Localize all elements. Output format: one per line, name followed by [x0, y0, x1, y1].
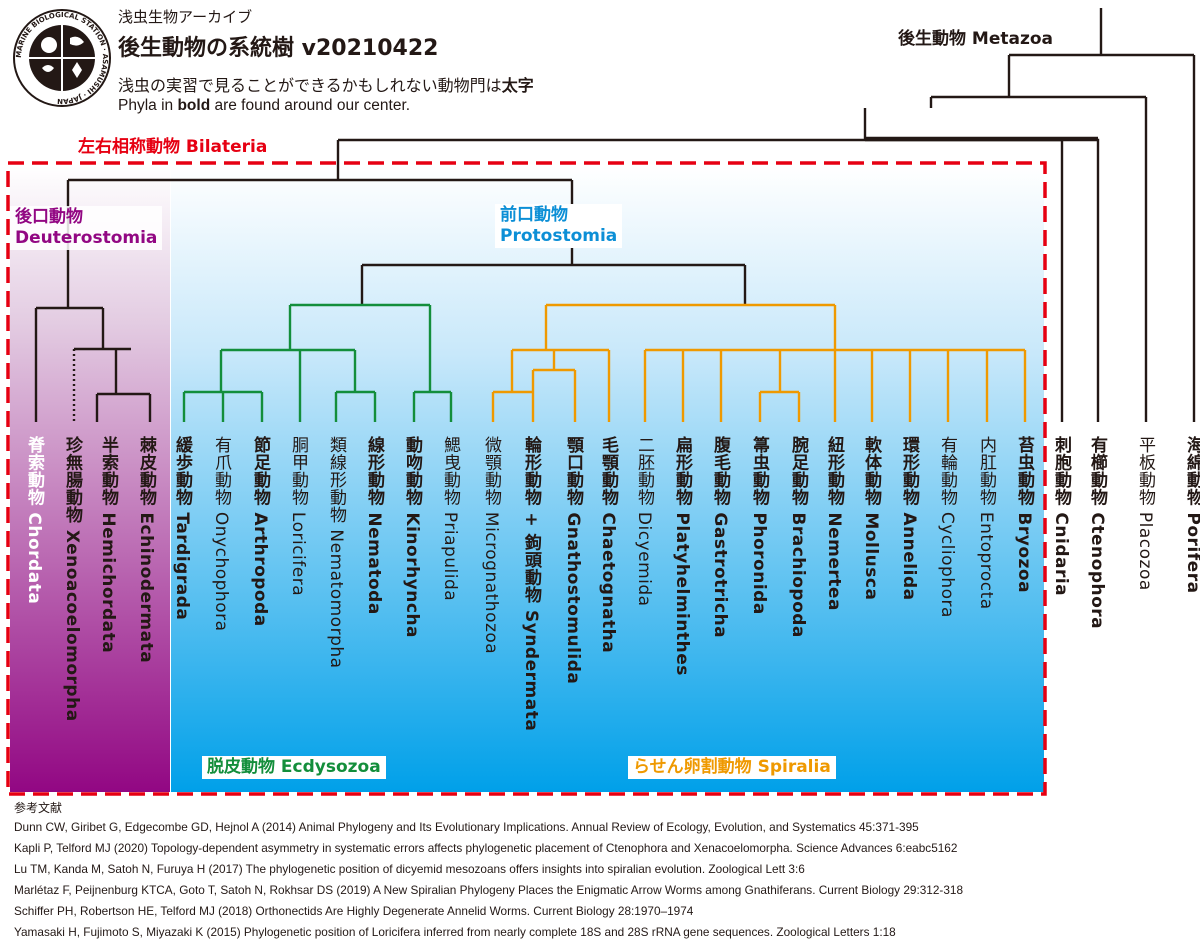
- ecdysozoa-branches: [182, 303, 453, 422]
- bilateria-label: 左右相称動物 Bilateria: [78, 137, 268, 157]
- reference-item: Lu TM, Kanda M, Satoh N, Furuya H (2017)…: [14, 862, 805, 876]
- phylum-label-entoprocta: 内肛動物 Entoprocta: [976, 436, 996, 610]
- phylum-label-gnathostomulida: 顎口動物 Gnathostomulida: [563, 436, 583, 685]
- phylogenetic-tree: [6, 8, 1196, 796]
- phylum-label-onychophora: 有爪動物 Onychophora: [211, 436, 231, 632]
- phylum-label-ctenophora: 有櫛動物 Ctenophora: [1087, 436, 1107, 630]
- reference-item: Yamasaki H, Fujimoto S, Miyazaki K (2015…: [14, 925, 896, 939]
- phylum-label-annelida: 環形動物 Annelida: [899, 436, 919, 601]
- phylum-label-cycliophora: 有輪動物 Cycliophora: [937, 436, 957, 618]
- phylum-label-kinorhyncha: 動吻動物 Kinorhyncha: [402, 436, 422, 639]
- phylum-label-cnidaria: 刺胞動物 Cnidaria: [1051, 436, 1071, 597]
- spiralia-label: らせん卵割動物 Spiralia: [628, 756, 836, 779]
- phylum-label-placozoa: 平板動物 Placozoa: [1135, 436, 1155, 591]
- phylum-label-echinodermata: 棘皮動物 Echinodermata: [136, 436, 156, 664]
- phylum-label-chaetognatha: 毛顎動物 Chaetognatha: [598, 436, 618, 654]
- phylum-label-nematomorpha: 類線形動物 Nematomorpha: [326, 436, 346, 669]
- phylum-label-loricifera: 胴甲動物 Loricifera: [288, 436, 308, 597]
- subtitle-en: Phyla in bold are found around our cente…: [118, 97, 411, 114]
- phylum-label-porifera: 海綿動物 Porifera: [1183, 436, 1200, 594]
- phylum-label-chordata: 脊索動物 Chordata: [24, 436, 44, 605]
- reference-item: Kapli P, Telford MJ (2020) Topology-depe…: [14, 841, 958, 855]
- phylum-label-dicyemida: 二胚動物 Dicyemida: [634, 436, 654, 607]
- metazoa-branches: [68, 8, 1196, 422]
- reference-item: Dunn CW, Giribet G, Edgecombe GD, Hejnol…: [14, 820, 919, 834]
- phylum-label-hemichordata: 半索動物 Hemichordata: [98, 436, 118, 654]
- page-title: 後生動物の系統樹 v20210422: [118, 36, 439, 61]
- phylum-label-brachiopoda: 腕足動物 Brachiopoda: [788, 436, 808, 638]
- phylum-label-nematoda: 線形動物 Nematoda: [364, 436, 384, 615]
- ecdysozoa-label: 脱皮動物 Ecdysozoa: [202, 756, 386, 779]
- phylum-label-nemertea: 紐形動物 Nemertea: [824, 436, 844, 611]
- phylum-label-syndermata: 輪形動物 + 鉤頭動物 Syndermata: [521, 436, 541, 732]
- protostomia-region: [171, 166, 1044, 792]
- references-heading: 参考文献: [14, 801, 63, 815]
- phylum-label-xenoacoelomorpha: 珍無腸動物 Xenoacoelomorpha: [62, 436, 82, 722]
- reference-item: Marlétaz F, Peijnenburg KTCA, Goto T, Sa…: [14, 883, 964, 897]
- phylum-label-arthropoda: 節足動物 Arthropoda: [250, 436, 270, 627]
- subtitle-jp: 浅虫の実習で見ることができるかもしれない動物門は太字: [118, 76, 534, 95]
- phylum-label-platyhelminthes: 扁形動物 Platyhelminthes: [672, 436, 692, 676]
- phylum-label-mollusca: 軟体動物 Mollusca: [861, 436, 881, 601]
- phylum-label-bryozoa: 苔虫動物 Bryozoa: [1014, 436, 1034, 594]
- phylum-label-tardigrada: 緩歩動物 Tardigrada: [172, 436, 192, 621]
- archive-name: 浅虫生物アーカイブ: [118, 8, 253, 26]
- station-logo: MARINE BIOLOGICAL STATION · ASAMUSHI · J…: [13, 9, 111, 107]
- bilateria-box: [6, 161, 1047, 796]
- phylum-label-phoronida: 箒虫動物 Phoronida: [749, 436, 769, 615]
- reference-item: Schiffer PH, Robertson HE, Telford MJ (2…: [14, 904, 694, 918]
- spiralia-branches: [491, 303, 1027, 422]
- phylum-label-gastrotricha: 腹毛動物 Gastrotricha: [710, 436, 730, 639]
- deuterostomia-region: [10, 166, 170, 792]
- phylum-label-micrognathozoa: 微顎動物 Micrognathozoa: [481, 436, 501, 655]
- phylum-label-priapulida: 鰓曳動物 Priapulida: [440, 436, 460, 602]
- metazoa-label: 後生動物 Metazoa: [898, 29, 1054, 49]
